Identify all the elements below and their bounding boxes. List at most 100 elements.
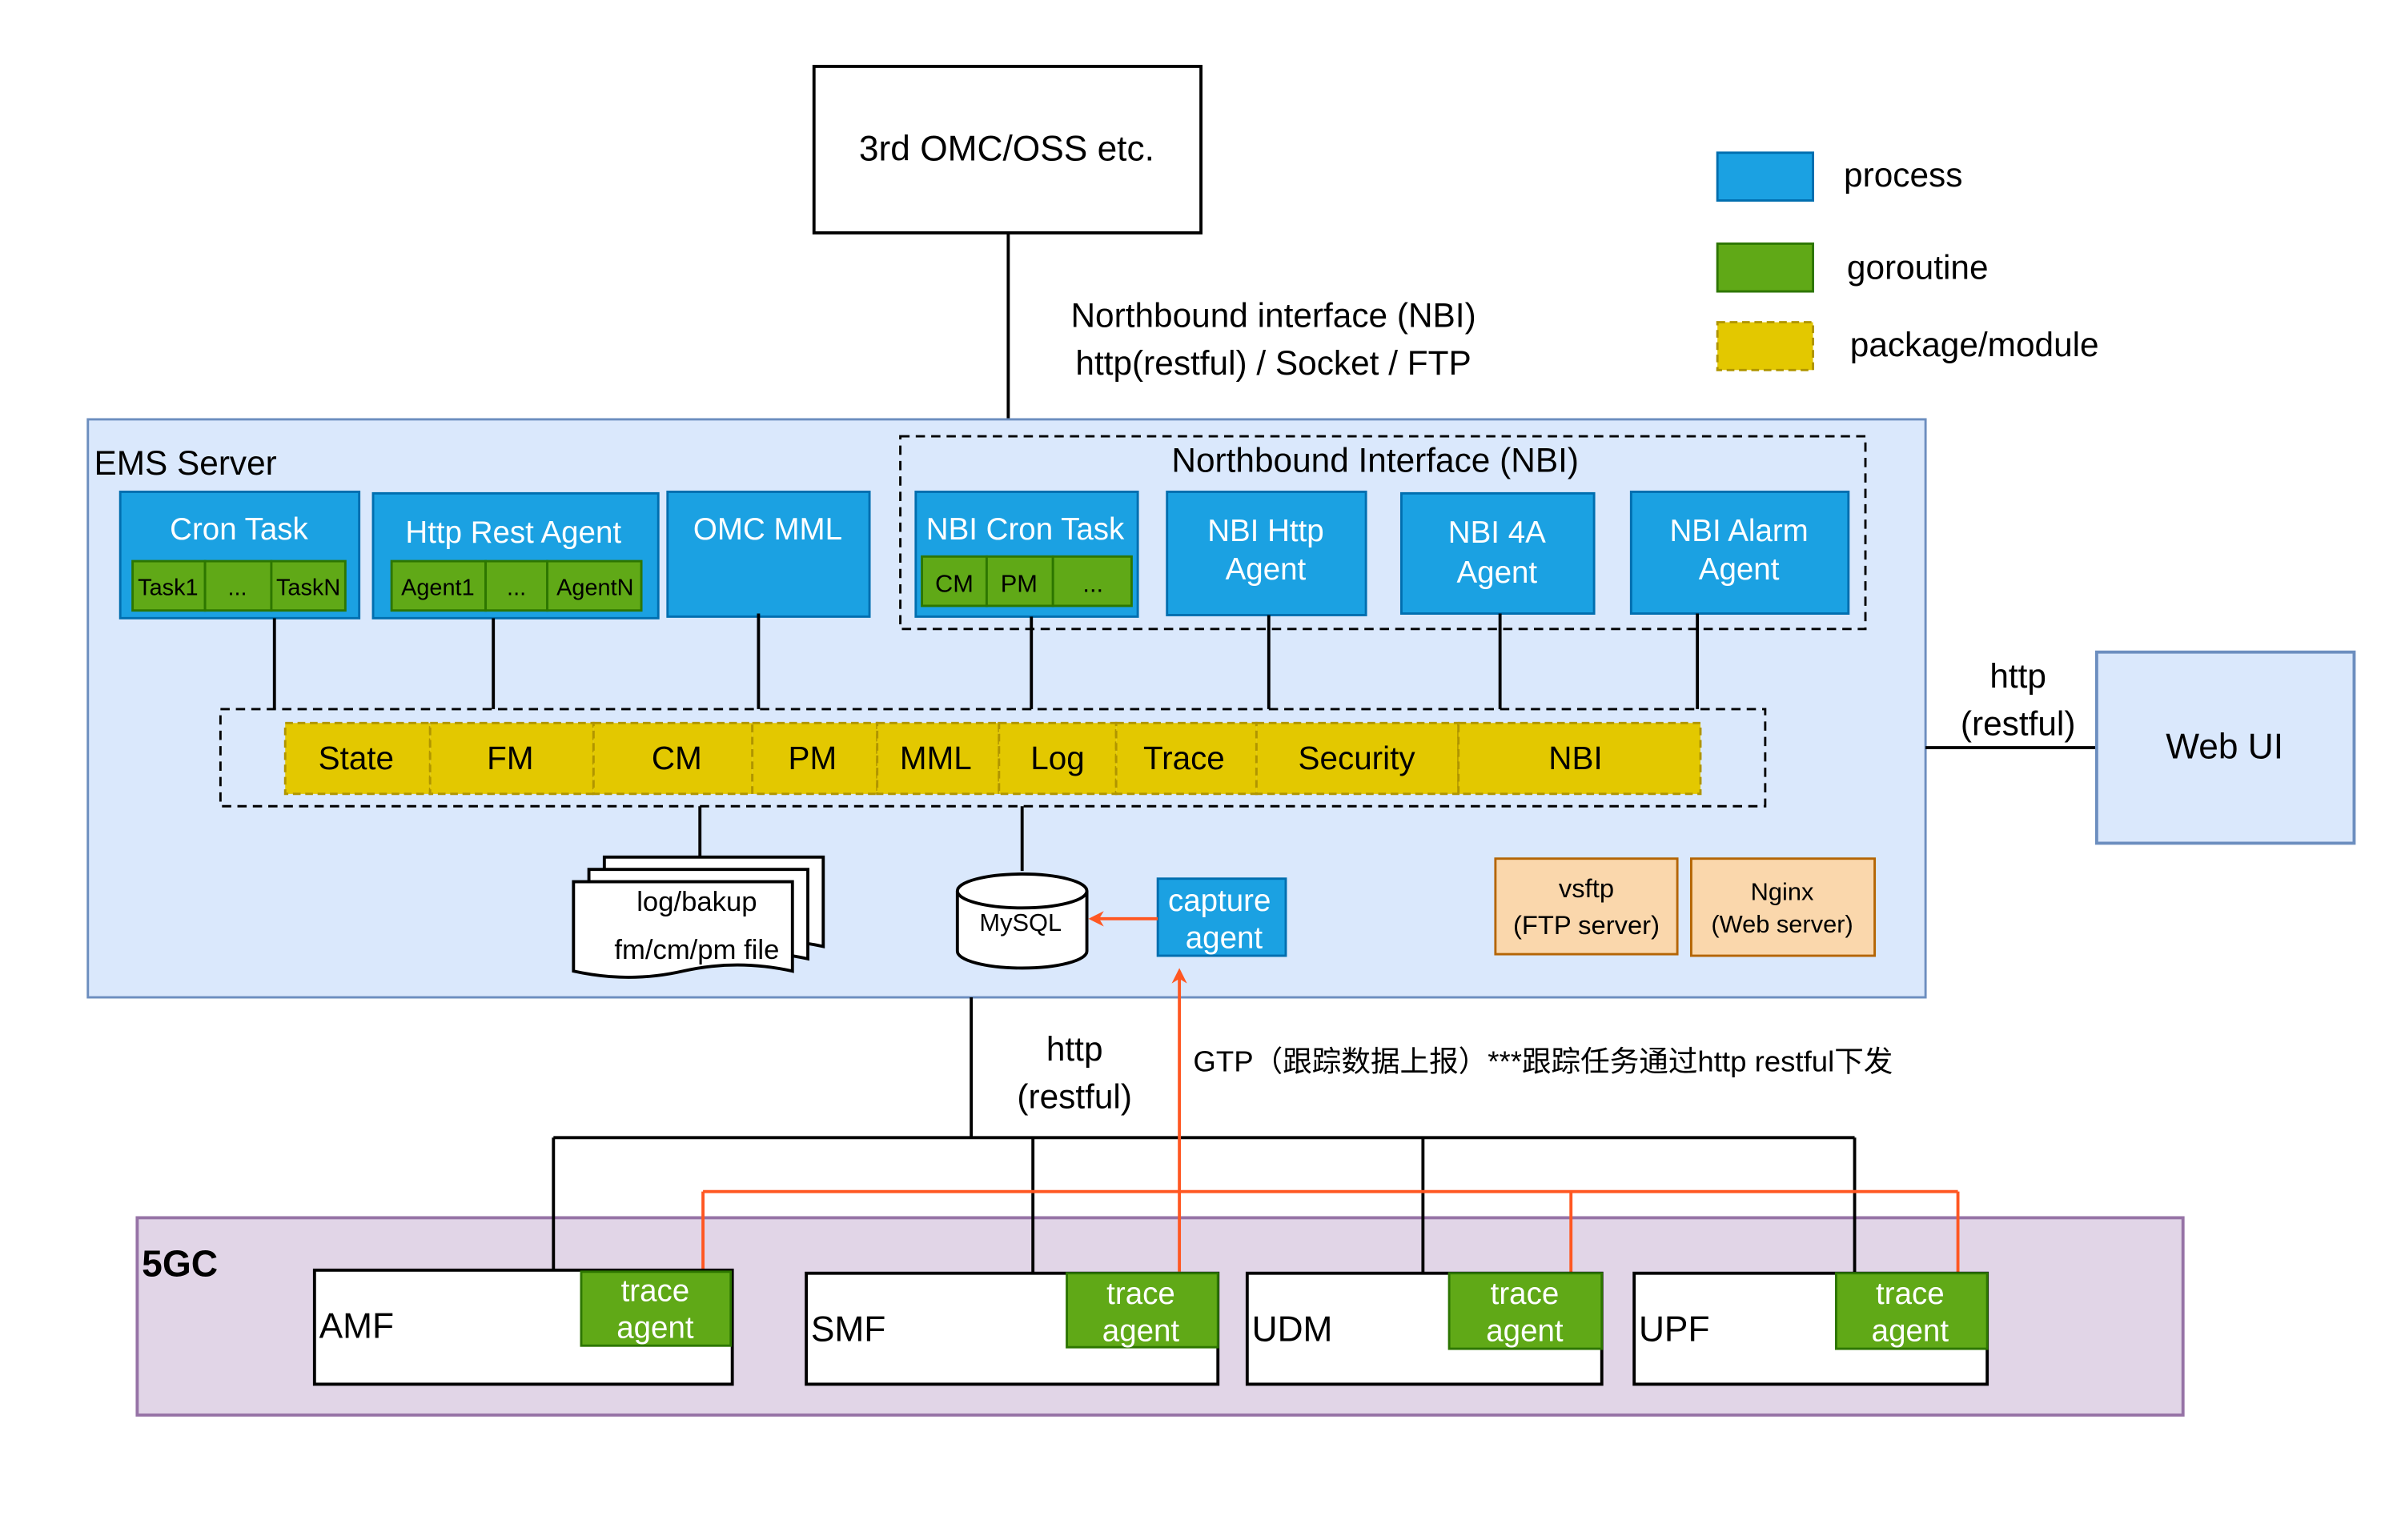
- cron-task-goroutine-3: [270, 559, 347, 612]
- cron-task-goroutine-2: [203, 559, 273, 612]
- nbi-link-label-1: Northbound interface (NBI): [1070, 296, 1476, 334]
- nf-amf: AMF trace agent: [312, 1268, 734, 1386]
- web-link-label-1: http: [1989, 657, 2046, 695]
- legend: process goroutine package/module: [1716, 151, 2099, 371]
- web-ui-box: [2094, 650, 2356, 845]
- nf-upf-label: UPF: [1639, 1309, 1710, 1349]
- gtp-trace-bus: [701, 968, 1960, 1273]
- module-state: [283, 721, 432, 796]
- module-nbi: [1457, 721, 1702, 796]
- nf-smf: SMF trace agent: [805, 1271, 1220, 1386]
- nf-udm: UDM trace agent: [1245, 1271, 1604, 1386]
- module-mml: [876, 721, 1001, 796]
- module-pm-label: PM: [788, 740, 837, 776]
- nf-udm-trace-line1: trace: [1491, 1277, 1560, 1311]
- module-state-label: State: [319, 740, 394, 776]
- nbi-group-title: Northbound Interface (NBI): [1171, 441, 1579, 479]
- fivegc-title: 5GC: [142, 1243, 218, 1285]
- process-module-connectors: [272, 613, 1700, 709]
- nf-smf-label: SMF: [811, 1309, 885, 1349]
- nf-amf-trace-line1: trace: [621, 1273, 690, 1308]
- south-link-label-2: (restful): [1017, 1078, 1132, 1116]
- omc-mml-title: OMC MML: [693, 512, 842, 547]
- capture-agent-line1: capture: [1168, 884, 1271, 918]
- nbi-alarm-agent-line1: NBI Alarm: [1669, 514, 1808, 548]
- nbi-cron-task-item-1: CM: [935, 570, 974, 598]
- legend-process-label: process: [1844, 156, 1962, 194]
- http-rest-agent-goroutine-1: [390, 559, 488, 612]
- nbi-alarm-agent-line2: Agent: [1699, 552, 1780, 587]
- web-ui-label: Web UI: [2166, 728, 2283, 767]
- mysql-database: [955, 872, 1089, 970]
- omc-mml-process: OMC MML: [666, 490, 871, 618]
- mysql-label: MySQL: [979, 908, 1062, 936]
- oss-label: 3rd OMC/OSS etc.: [859, 129, 1154, 168]
- cron-task-item-3: TaskN: [276, 575, 340, 600]
- nbi-4a-agent-process: NBI 4A Agent: [1399, 491, 1596, 615]
- module-mml-label: MML: [900, 740, 972, 776]
- nbi-http-agent-line2: Agent: [1226, 552, 1307, 587]
- nginx-server: Nginx (Web server): [1689, 857, 1877, 957]
- nf-smf-trace-line2: agent: [1102, 1313, 1180, 1348]
- nbi-group: [899, 435, 1867, 631]
- nbi-http-agent-process: NBI Http Agent: [1166, 490, 1367, 616]
- http-rest-agent-item-3: AgentN: [556, 575, 633, 600]
- nginx-line1: Nginx: [1751, 878, 1814, 906]
- modules: [283, 721, 1702, 796]
- nf-amf-label: AMF: [319, 1307, 394, 1346]
- nf-upf: UPF trace agent: [1632, 1271, 1989, 1386]
- nf-smf-trace-agent: [1066, 1272, 1219, 1349]
- nf-upf-trace-line2: agent: [1872, 1313, 1949, 1348]
- http-rest-agent-title: Http Rest Agent: [405, 515, 621, 550]
- nbi-link-label-2: http(restful) / Socket / FTP: [1075, 344, 1471, 382]
- nf-amf-trace-agent: [580, 1270, 733, 1347]
- module-fm: [428, 721, 595, 796]
- module-security: [1255, 721, 1460, 796]
- vsftp-line2: (FTP server): [1513, 910, 1660, 940]
- cron-task-process: Cron Task Task1 ... TaskN: [118, 490, 361, 620]
- files-label-2: fm/cm/pm file: [614, 935, 779, 965]
- nbi-cron-task-item-3: ...: [1082, 570, 1103, 598]
- nbi-cron-task-goroutine-3: [1051, 555, 1133, 608]
- module-nbi-label: NBI: [1548, 740, 1602, 776]
- nf-upf-trace-agent: [1834, 1272, 1989, 1350]
- module-cm: [592, 721, 754, 796]
- module-log-label: Log: [1030, 740, 1084, 776]
- web-link-label-2: (restful): [1961, 705, 2076, 743]
- legend-process-swatch: [1716, 151, 1814, 202]
- http-rest-agent-goroutine-3: [546, 559, 643, 612]
- module-security-label: Security: [1299, 740, 1416, 776]
- nf-udm-trace-agent: [1447, 1272, 1604, 1350]
- nbi-http-agent-line1: NBI Http: [1207, 514, 1323, 548]
- nf-smf-trace-line1: trace: [1106, 1277, 1175, 1311]
- capture-agent-line2: agent: [1186, 920, 1263, 955]
- legend-goroutine-label: goroutine: [1847, 249, 1989, 287]
- http-rest-agent-process: Http Rest Agent Agent1 ... AgentN: [371, 491, 660, 620]
- vsftp-server: vsftp (FTP server): [1494, 857, 1679, 956]
- legend-package-swatch: [1716, 321, 1814, 371]
- gtp-label: GTP（跟踪数据上报）***跟踪任务通过http restful下发: [1193, 1045, 1893, 1077]
- module-bar: [219, 708, 1767, 808]
- nf-amf-trace-line2: agent: [616, 1311, 694, 1345]
- cron-task-item-1: Task1: [138, 575, 198, 600]
- south-link-label-1: http: [1046, 1030, 1103, 1068]
- nbi-cron-task-goroutine-1: [921, 555, 988, 608]
- http-bus: [552, 1136, 1857, 1273]
- legend-package-label: package/module: [1850, 326, 2099, 363]
- nbi-cron-task-goroutine-2: [985, 555, 1054, 608]
- module-fm-label: FM: [487, 740, 533, 776]
- nbi-alarm-agent-process: NBI Alarm Agent: [1629, 490, 1850, 615]
- ems-server-title: EMS Server: [94, 444, 276, 482]
- module-trace-label: Trace: [1143, 740, 1225, 776]
- nbi-4a-agent-line2: Agent: [1456, 555, 1537, 590]
- oss-box: [812, 65, 1202, 235]
- cron-task-title: Cron Task: [170, 512, 308, 547]
- nf-udm-trace-line2: agent: [1486, 1313, 1564, 1348]
- http-rest-agent-goroutine-2: [484, 559, 549, 612]
- legend-goroutine-swatch: [1716, 242, 1814, 293]
- http-rest-agent-item-1: Agent1: [401, 575, 475, 600]
- nbi-4a-agent-line1: NBI 4A: [1448, 515, 1546, 550]
- vsftp-line1: vsftp: [1559, 873, 1614, 903]
- nginx-line2: (Web server): [1711, 910, 1853, 938]
